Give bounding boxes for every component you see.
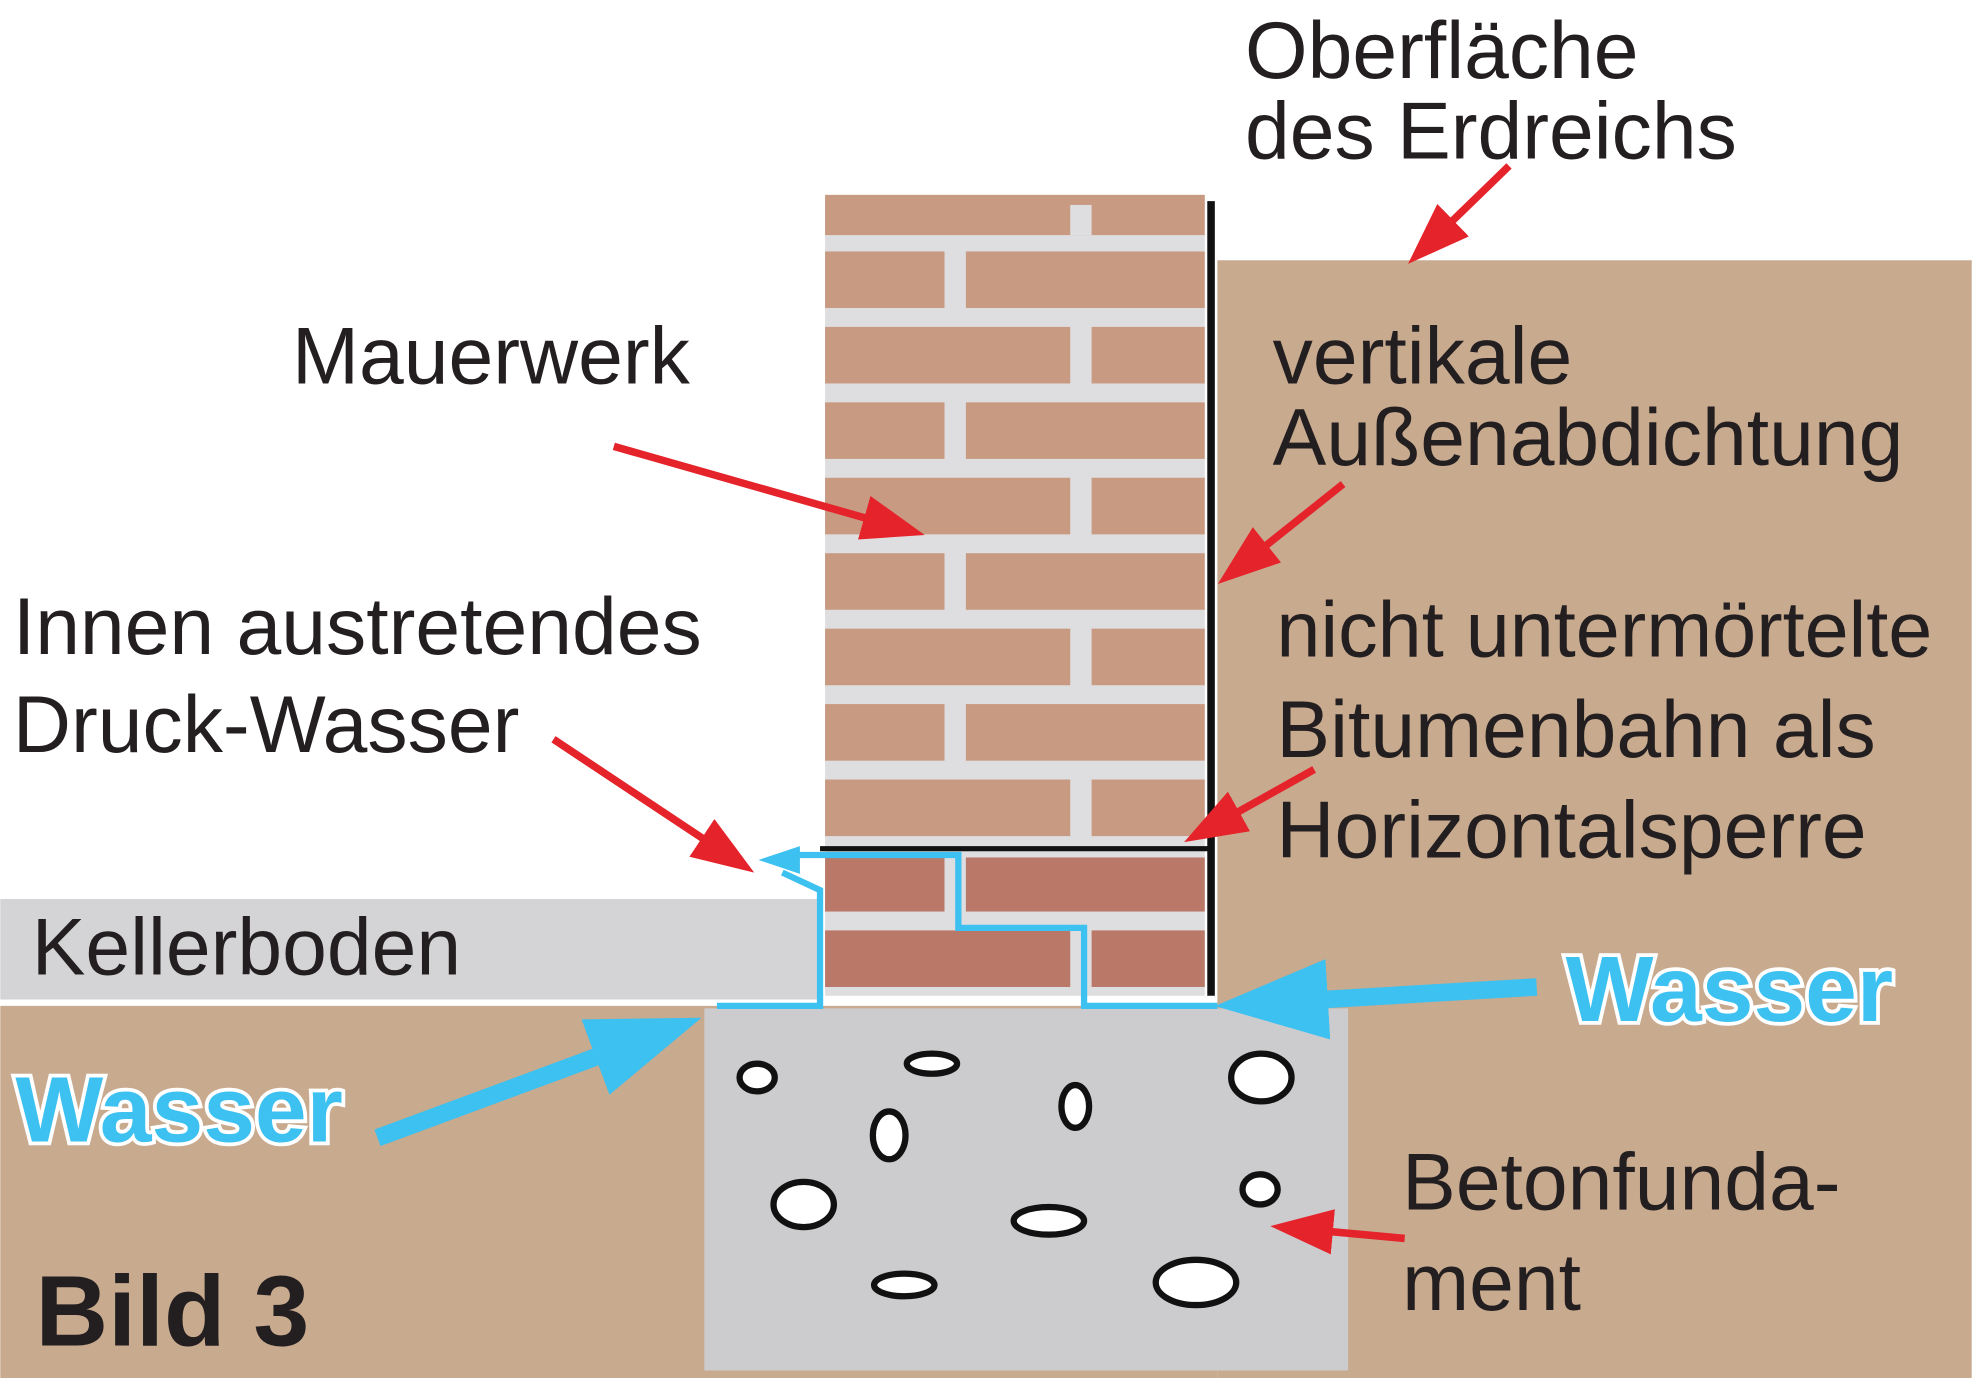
label-water-right: Wasser bbox=[1566, 937, 1894, 1041]
brick bbox=[965, 251, 1205, 309]
arrow-to-masonry bbox=[612, 442, 925, 540]
aggregate-stone bbox=[736, 1060, 778, 1095]
label-horizontal-barrier-line2: Bitumenbahn als bbox=[1276, 685, 1875, 775]
arrow-to-bitumen-barrier bbox=[1184, 766, 1316, 843]
arrow-to-water-exit bbox=[551, 736, 755, 873]
aggregate-stone bbox=[1239, 1171, 1281, 1208]
brick bbox=[825, 477, 1071, 535]
brick-lower bbox=[825, 857, 945, 912]
basement-floor bbox=[0, 898, 821, 1000]
aggregate-stone bbox=[903, 1050, 961, 1077]
brick bbox=[825, 194, 1205, 236]
brick bbox=[825, 779, 1071, 837]
mortar-joint bbox=[1070, 204, 1092, 236]
label-horizontal-barrier-line1: nicht untermörtelte bbox=[1276, 584, 1932, 673]
water-path-through-wall bbox=[792, 851, 1218, 1009]
arrow-to-foundation bbox=[1270, 1209, 1406, 1255]
brick bbox=[825, 402, 945, 459]
label-pressure-water-line2: Druck-Wasser bbox=[13, 680, 520, 770]
label-water-left: Wasser bbox=[15, 1058, 343, 1162]
water-arrow-right bbox=[1214, 959, 1538, 1040]
water-seepage-path bbox=[716, 846, 1218, 1009]
brick bbox=[825, 326, 1071, 384]
aggregate-stone bbox=[1010, 1203, 1088, 1238]
brick bbox=[1091, 326, 1205, 384]
brick bbox=[965, 402, 1205, 459]
label-horizontal-barrier-line3: Horizontalsperre bbox=[1276, 785, 1866, 875]
figure-label: Bild 3 bbox=[35, 1255, 309, 1367]
label-masonry: Mauerwerk bbox=[292, 311, 691, 401]
label-vertical-seal-line1: vertikale bbox=[1273, 311, 1573, 401]
aggregate-stone bbox=[770, 1178, 838, 1231]
arrow-to-soil-surface bbox=[1408, 163, 1512, 264]
brick bbox=[825, 704, 945, 761]
label-foundation-line1: Betonfunda- bbox=[1402, 1138, 1840, 1228]
brick bbox=[1091, 477, 1205, 535]
label-surface-line1: Oberfläche bbox=[1245, 6, 1639, 96]
concrete-foundation bbox=[704, 1008, 1349, 1371]
brick bbox=[825, 251, 945, 309]
brick bbox=[1091, 779, 1205, 837]
aggregate-stone bbox=[1058, 1081, 1093, 1131]
brick bbox=[1091, 628, 1205, 686]
water-path-inner bbox=[716, 869, 824, 1009]
water-arrow-left bbox=[374, 1017, 702, 1147]
masonry-wall bbox=[825, 194, 1205, 996]
brick bbox=[825, 553, 945, 610]
label-surface-line2: des Erdreichs bbox=[1245, 86, 1737, 176]
arrow-to-vertical-seal bbox=[1217, 481, 1346, 584]
brick bbox=[965, 553, 1205, 610]
water-exit-arrowhead bbox=[758, 846, 800, 874]
brick-lower bbox=[1091, 930, 1205, 987]
aggregate-stone bbox=[1228, 1050, 1295, 1105]
brick-lower bbox=[825, 930, 1071, 987]
aggregate-stone bbox=[869, 1108, 909, 1163]
brick bbox=[965, 704, 1205, 761]
aggregate-stone bbox=[1152, 1256, 1240, 1309]
brick-lower bbox=[965, 857, 1205, 912]
label-pressure-water-line1: Innen austretendes bbox=[13, 582, 702, 672]
label-foundation-line2: ment bbox=[1402, 1238, 1581, 1328]
label-vertical-seal-line2: Außenabdichtung bbox=[1273, 393, 1904, 483]
label-basement-floor: Kellerboden bbox=[32, 902, 461, 992]
aggregate-stone bbox=[870, 1270, 938, 1300]
brick bbox=[825, 628, 1071, 686]
